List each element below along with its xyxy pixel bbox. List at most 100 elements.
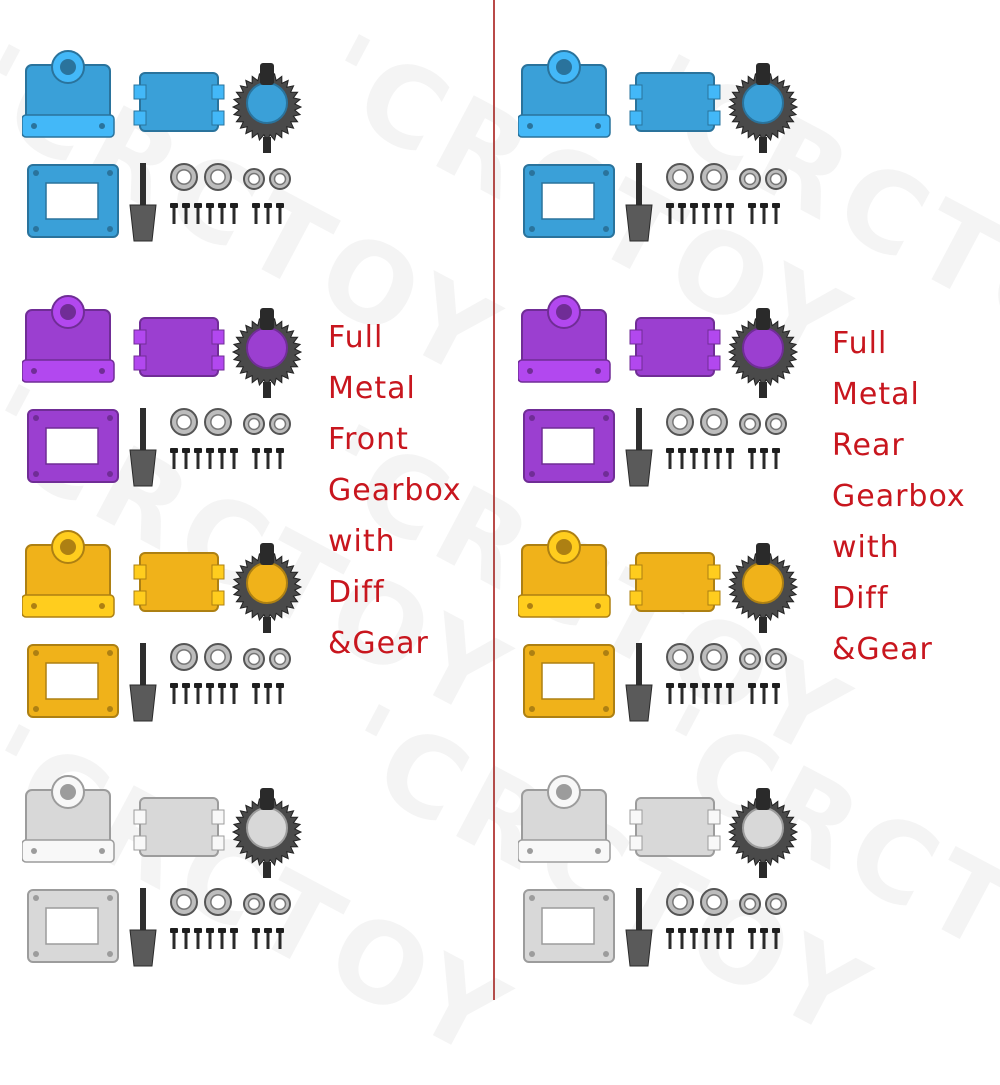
pinion-teeth — [625, 929, 653, 967]
screw-head — [230, 683, 238, 688]
bulkhead-hole — [603, 170, 609, 176]
diff-case — [246, 82, 288, 124]
pinion-teeth — [625, 684, 653, 722]
bulkhead-window — [541, 662, 595, 700]
cover-tab-left-lower — [133, 590, 147, 606]
screw-shank — [680, 453, 684, 469]
pinion-gear — [625, 643, 653, 722]
screw-shank — [220, 208, 224, 224]
pinion-gear — [625, 408, 653, 487]
front-gearbox-caption: Full Metal Front Gearbox with Diff &Gear — [328, 312, 462, 669]
cover-tab-right — [211, 564, 225, 580]
screw-head — [182, 928, 190, 933]
diff-outdrive-top — [260, 308, 274, 330]
pinion-teeth — [129, 204, 157, 242]
screw-head — [206, 683, 214, 688]
diff-case — [742, 327, 784, 369]
screw-shank — [762, 453, 766, 469]
screw-head — [678, 203, 686, 208]
screws — [170, 203, 284, 224]
front-caption-line-4: Gearbox — [328, 473, 462, 508]
screw-head — [218, 203, 226, 208]
bulkhead-hole — [33, 170, 39, 176]
bulkhead-window — [45, 427, 99, 465]
differential-gear — [727, 308, 799, 398]
screw-head — [182, 203, 190, 208]
screw-head — [276, 683, 284, 688]
front-caption-line-7: &Gear — [328, 626, 429, 661]
gearbox-cover — [133, 317, 225, 377]
screws — [666, 203, 780, 224]
gearbox-cover — [133, 72, 225, 132]
housing-flange — [518, 359, 611, 383]
gearbox-cover — [629, 552, 721, 612]
bulkhead-hole — [529, 895, 535, 901]
screw-shank — [278, 933, 282, 949]
screw-head — [702, 683, 710, 688]
rear-kit-silver — [518, 770, 808, 980]
screw-shank — [774, 933, 778, 949]
bulkhead-hole — [529, 650, 535, 656]
housing-bore — [60, 304, 76, 320]
rear-caption-line-6: Diff — [832, 581, 889, 616]
bulkhead-hole — [107, 706, 113, 712]
screw-head — [678, 683, 686, 688]
screw-shank — [668, 688, 672, 704]
pinion-teeth — [625, 204, 653, 242]
bearing-bore — [672, 649, 688, 665]
bearing-bore — [210, 169, 226, 185]
cover-tab-right-lower — [211, 355, 225, 371]
screw-head — [666, 448, 674, 453]
screw-shank — [668, 933, 672, 949]
diff-outdrive-top — [756, 543, 770, 565]
screw-head — [726, 683, 734, 688]
pinion-shaft — [140, 643, 146, 689]
differential-gear — [727, 63, 799, 153]
bulkhead-hole — [107, 170, 113, 176]
housing-screw-hole — [527, 123, 533, 129]
screw-shank — [774, 453, 778, 469]
rear-caption-line-3: Rear — [832, 428, 905, 463]
housing-screw-hole — [99, 123, 105, 129]
rear-caption-line-2: Metal — [832, 377, 920, 412]
bearings — [666, 408, 787, 436]
screw-shank — [266, 453, 270, 469]
screw-head — [218, 448, 226, 453]
screw-shank — [220, 688, 224, 704]
cover-tab-left-lower — [133, 110, 147, 126]
housing-screw-hole — [31, 123, 37, 129]
screw-head — [194, 203, 202, 208]
cover-body — [139, 317, 219, 377]
front-kit-purple — [22, 290, 312, 500]
bearing-bore — [672, 894, 688, 910]
cover-tab-left-lower — [629, 355, 643, 371]
bearings — [170, 643, 291, 671]
screw-shank — [232, 933, 236, 949]
bearing-bore — [176, 414, 192, 430]
bearing-bore — [743, 417, 757, 431]
gearbox-bulkhead — [523, 644, 615, 718]
pinion-teeth — [625, 449, 653, 487]
diff-outdrive-top — [756, 63, 770, 85]
cover-body — [139, 797, 219, 857]
housing-screw-hole — [527, 368, 533, 374]
pinion-shaft — [636, 643, 642, 689]
cover-tab-right — [211, 329, 225, 345]
bearing-bore — [672, 414, 688, 430]
bearing-bore — [743, 172, 757, 186]
gearbox-bulkhead — [27, 409, 119, 483]
bearing-bore — [706, 649, 722, 665]
bearing-bore — [769, 417, 783, 431]
screw-shank — [704, 688, 708, 704]
housing-flange — [518, 114, 611, 138]
rear-caption-line-5: with — [832, 530, 900, 565]
housing-screw-hole — [595, 368, 601, 374]
diff-outdrive-bottom — [263, 137, 271, 153]
bearing-bore — [210, 414, 226, 430]
gearbox-housing — [518, 530, 611, 618]
screw-shank — [774, 688, 778, 704]
gearbox-bulkhead — [27, 889, 119, 963]
housing-screw-hole — [595, 603, 601, 609]
diff-outdrive-top — [756, 308, 770, 330]
bulkhead-hole — [529, 170, 535, 176]
